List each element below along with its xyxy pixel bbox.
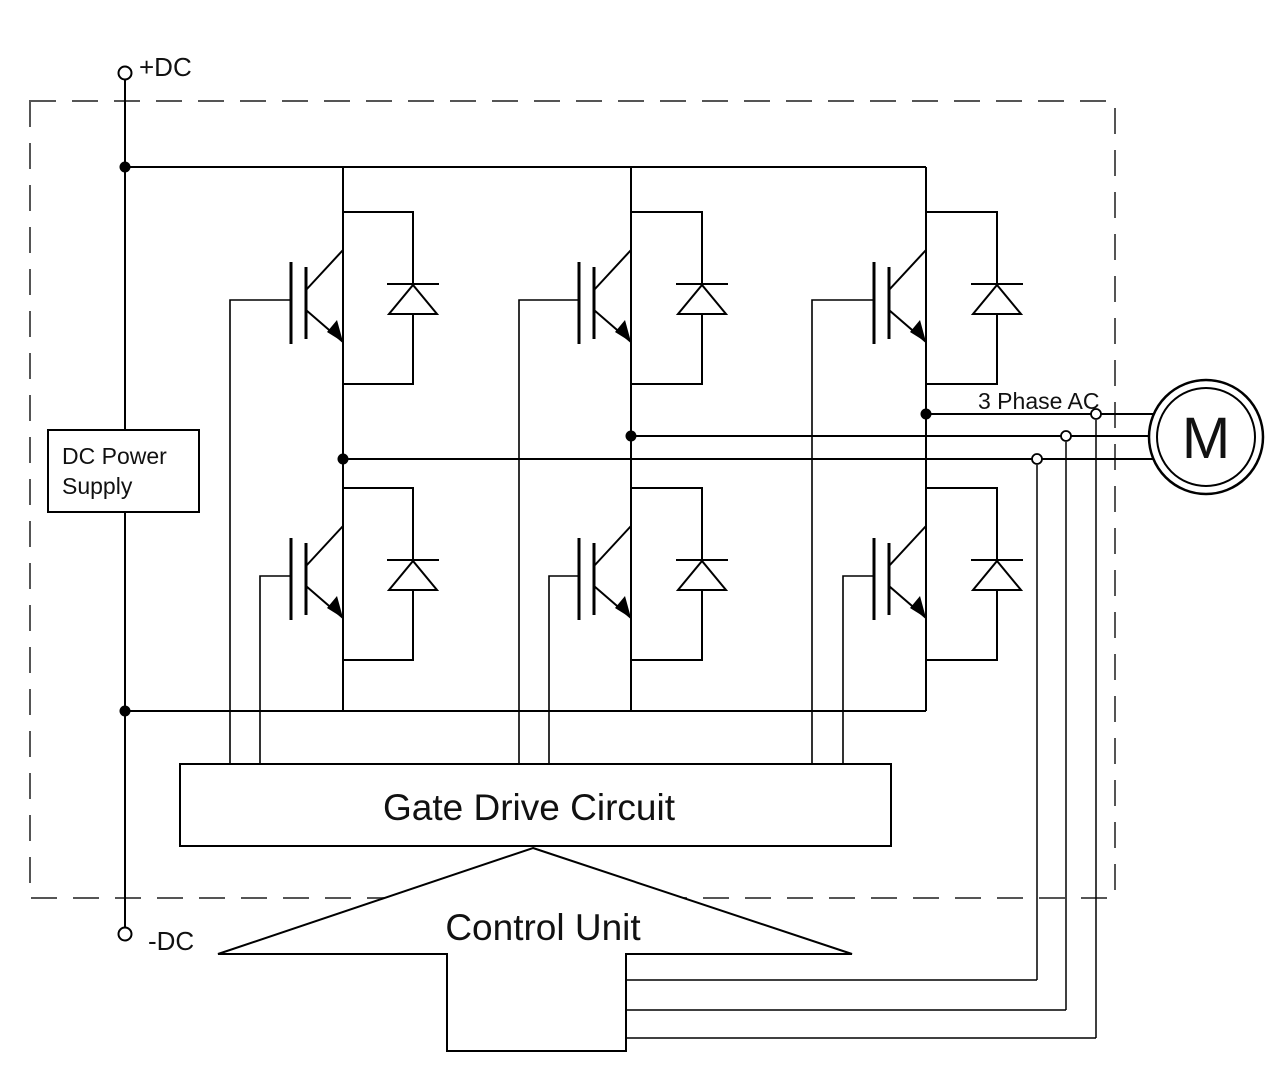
current-sense-tap-2 bbox=[1060, 430, 1072, 442]
dc-power-supply-label-line2: Supply bbox=[62, 473, 133, 499]
negative-terminal-label: -DC bbox=[148, 926, 194, 956]
leg-3-upper-igbt-arrow-icon bbox=[910, 320, 926, 342]
leg-2-upper-igbt-collector bbox=[593, 249, 632, 291]
inverter-legs bbox=[229, 167, 1024, 764]
leg-3-lower-diode-icon bbox=[970, 559, 1024, 591]
current-sense-tap-1 bbox=[1090, 408, 1102, 420]
leg-2-upper-igbt-arrow-icon bbox=[615, 320, 631, 342]
leg-1-lower-gate-wire bbox=[259, 575, 291, 764]
leg-3-upper-gate-wire bbox=[811, 299, 874, 764]
phase-junction-3 bbox=[337, 453, 349, 465]
leg-3-upper-diode-icon bbox=[970, 283, 1024, 315]
motor-symbol: M bbox=[1182, 406, 1230, 471]
negative-terminal[interactable] bbox=[117, 926, 133, 942]
phase-junction-1 bbox=[920, 408, 932, 420]
gate-drive-circuit-box[interactable] bbox=[179, 763, 892, 847]
positive-terminal[interactable] bbox=[117, 65, 133, 81]
phase-junction-2 bbox=[625, 430, 637, 442]
leg-2-lower-igbt-arrow-icon bbox=[615, 596, 631, 618]
control-unit-arrow[interactable] bbox=[217, 846, 853, 1052]
negative-bus-junction bbox=[119, 705, 131, 717]
leg-2-upper-diode-icon bbox=[675, 283, 729, 315]
control-unit-label: Control Unit bbox=[445, 907, 641, 948]
leg-1-upper-diode-icon bbox=[386, 283, 440, 315]
positive-bus-junction bbox=[119, 161, 131, 173]
leg-3-lower-igbt-collector bbox=[888, 525, 927, 567]
inverter-enclosure bbox=[29, 100, 1116, 899]
gate-drive-circuit-label: Gate Drive Circuit bbox=[383, 787, 676, 828]
leg-1-upper-igbt-collector bbox=[305, 249, 344, 291]
leg-2-upper-gate-wire bbox=[518, 299, 579, 764]
leg-2-lower-diode-icon bbox=[675, 559, 729, 591]
leg-3-upper-igbt-collector bbox=[888, 249, 927, 291]
leg-1-lower-diode-icon bbox=[386, 559, 440, 591]
leg-2-lower-gate-wire bbox=[548, 575, 579, 764]
leg-1-lower-igbt-arrow-icon bbox=[327, 596, 343, 618]
current-sense-tap-3 bbox=[1031, 453, 1043, 465]
leg-1-upper-igbt-arrow-icon bbox=[327, 320, 343, 342]
leg-1-lower-igbt-collector bbox=[305, 525, 344, 567]
leg-3-lower-gate-wire bbox=[842, 575, 874, 764]
motor-inner-ring bbox=[1156, 387, 1256, 487]
motor-outer-ring[interactable] bbox=[1147, 378, 1265, 496]
three-phase-ac-label: 3 Phase AC bbox=[978, 388, 1099, 414]
leg-3-lower-igbt-arrow-icon bbox=[910, 596, 926, 618]
positive-terminal-label: +DC bbox=[139, 52, 192, 82]
leg-1-upper-gate-wire bbox=[229, 299, 291, 764]
dc-power-supply-box bbox=[47, 429, 200, 513]
dc-power-supply-label-line1: DC Power bbox=[62, 443, 167, 469]
leg-2-lower-igbt-collector bbox=[593, 525, 632, 567]
